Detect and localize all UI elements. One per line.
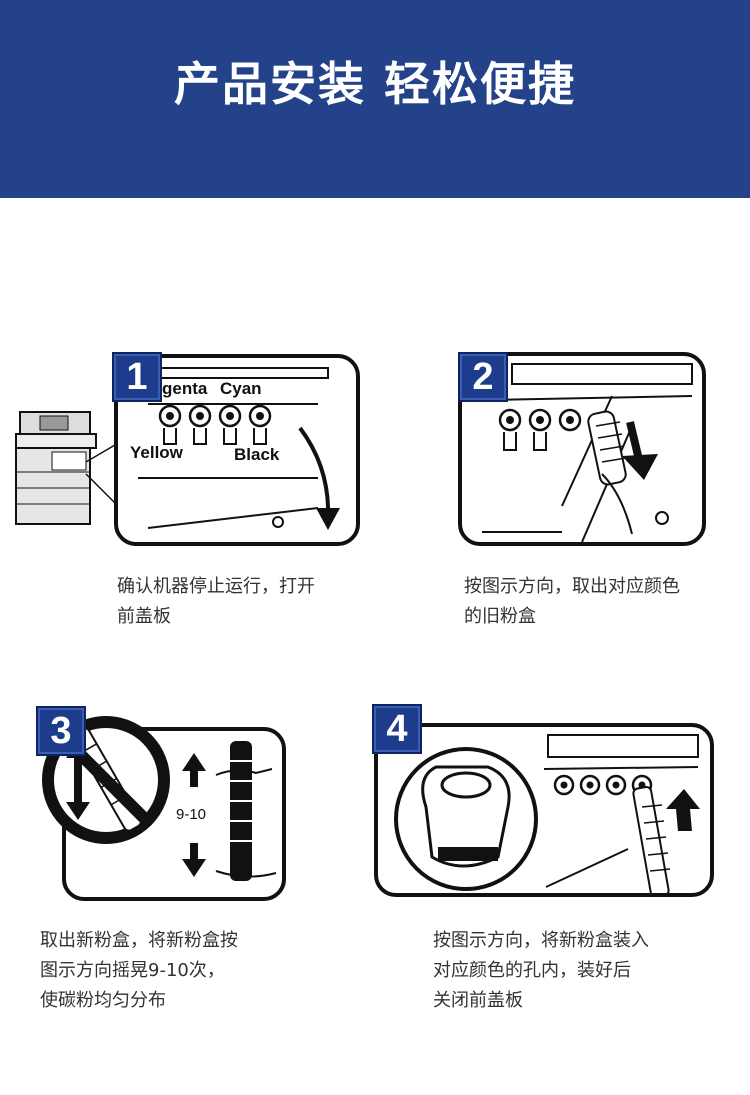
step-1-badge: 1	[112, 352, 162, 402]
shake-count: 9-10	[176, 806, 206, 823]
step-3-badge: 3	[36, 706, 86, 756]
step-4-badge: 4	[372, 704, 422, 754]
step-1-caption: 确认机器停止运行，打开 前盖板	[117, 576, 315, 627]
page-title: 产品安装 轻松便捷	[173, 57, 576, 111]
label-cyan: Cyan	[220, 379, 262, 398]
step-2-badge: 2	[458, 352, 508, 402]
step-2-caption: 按图示方向，取出对应颜色 的旧粉盒	[464, 576, 680, 627]
printer-icon	[15, 411, 121, 525]
step-4-caption: 按图示方向，将新粉盒装入 对应颜色的孔内，装好后 关闭前盖板	[433, 930, 649, 1011]
label-magenta: genta	[162, 379, 208, 398]
label-black: Black	[234, 445, 280, 464]
header-banner: 产品安装 轻松便捷	[0, 0, 750, 198]
step-3-caption: 取出新粉盒，将新粉盒按 图示方向摇晃9-10次， 使碳粉均匀分布	[40, 930, 238, 1011]
step-4-illustration	[374, 723, 714, 897]
label-yellow: Yellow	[130, 443, 184, 462]
